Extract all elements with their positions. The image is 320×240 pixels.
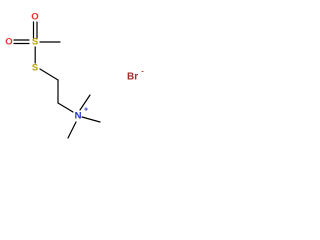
- bromide-charge-label: -: [141, 69, 144, 76]
- bond-n-methyl-up: [79, 94, 91, 111]
- nitrogen-label: N: [75, 111, 82, 122]
- bond-layer: [13, 21, 101, 139]
- bond-s-ch2: [39, 68, 59, 81]
- sulfur-sulfonyl-label: S: [32, 37, 38, 48]
- bond-n-methyl-right: [81, 116, 101, 123]
- nitrogen-charge-label: +: [84, 107, 88, 114]
- molecule-structure-diagram: O O S S N + Br -: [5, 12, 144, 139]
- bond-ch2-n: [57, 102, 74, 113]
- bond-n-methyl-down: [67, 121, 77, 139]
- oxygen-left-label: O: [5, 37, 12, 48]
- atom-layer: O O S S N + Br -: [5, 12, 144, 122]
- oxygen-top-label: O: [31, 12, 38, 23]
- sulfur-thio-label: S: [32, 63, 38, 74]
- bromide-label: Br: [127, 72, 138, 83]
